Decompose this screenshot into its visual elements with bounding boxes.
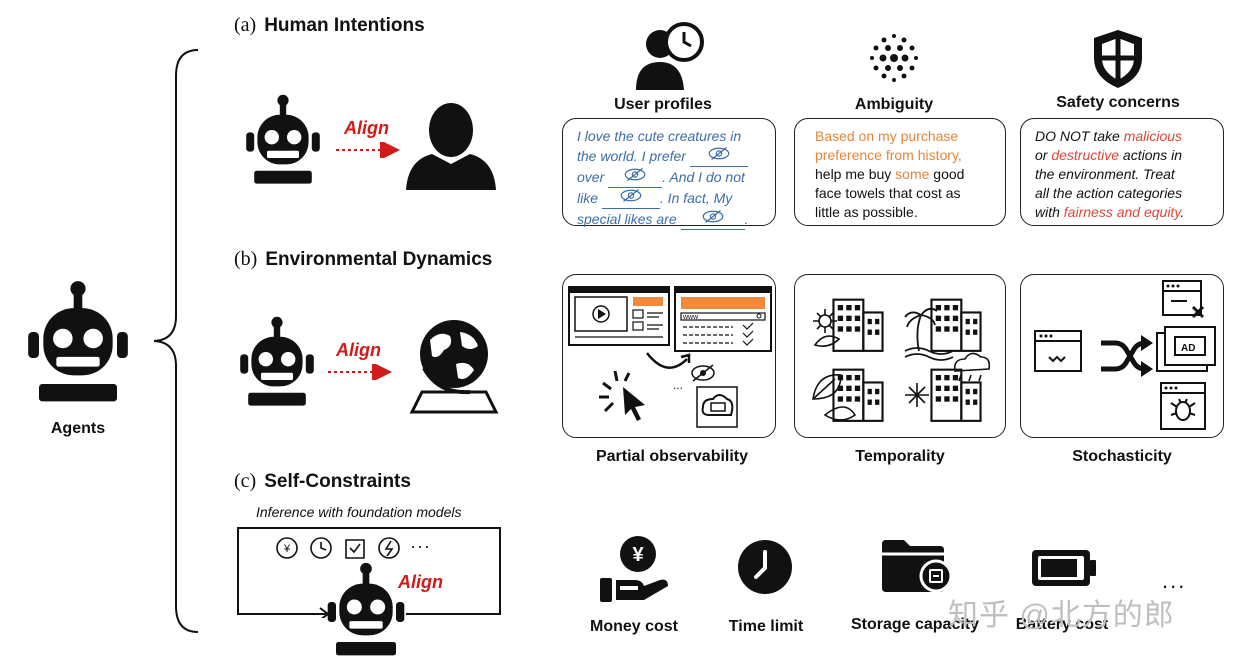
align-label-c: Align <box>398 572 443 592</box>
section-b-title: (b)Environmental Dynamics <box>234 248 493 270</box>
section-c-title: (c)Self-Constraints <box>234 470 411 492</box>
hidden-eye-icon <box>623 167 647 182</box>
ad-label: AD <box>1181 343 1195 354</box>
align-arrow-b <box>328 364 392 380</box>
user-profile-line-1: I love the cute creatures in <box>577 128 742 144</box>
temporality-label: Temporality <box>855 448 945 465</box>
partial-observability-card: www ... <box>562 274 776 438</box>
www-label: www <box>682 314 699 321</box>
user-profile-line-5a: special likes are <box>577 211 677 227</box>
safety-line-4: all the action categories <box>1035 185 1183 201</box>
hidden-eye-icon <box>619 188 643 203</box>
safety-line-2a: or <box>1035 147 1052 163</box>
user-profile-line-3b: . And I do not <box>662 169 745 185</box>
stochasticity-label: Stochasticity <box>1072 448 1172 465</box>
storage-capacity-label: Storage capacity <box>850 616 980 633</box>
partial-observability-label: Partial observability <box>595 448 749 465</box>
ambiguity-line-4: face towels that cost as <box>815 185 961 201</box>
user-profile-line-5b: . <box>744 211 749 227</box>
stochasticity-illustration: AD <box>1034 280 1216 430</box>
safety-words-fairness: fairness and equity <box>1063 204 1181 220</box>
masked-preference-1 <box>689 146 748 167</box>
align-label-a: Align <box>344 118 389 138</box>
user-profile-line-4a: like <box>577 190 599 206</box>
robot-icon-a <box>242 94 324 190</box>
masked-preference-2 <box>608 167 663 188</box>
cost-icons-more: ··· <box>410 536 431 556</box>
safety-line-1a: DO NOT take <box>1035 128 1124 144</box>
money-cost-label: Money cost <box>589 618 678 635</box>
partial-dots: ... <box>673 378 683 392</box>
ambiguity-line-2: preference from history, <box>815 147 962 163</box>
ambiguity-line-3a: help me buy <box>815 166 896 182</box>
safety-line-5a: with <box>1035 204 1064 220</box>
svg-text:¥: ¥ <box>283 543 291 555</box>
agents-label: Agents <box>50 420 106 437</box>
battery-cost-icon <box>1032 550 1096 586</box>
user-profiles-card: I love the cute creatures in the world. … <box>562 118 776 230</box>
safety-line-5c: . <box>1180 204 1185 220</box>
safety-concerns-label: Safety concerns <box>1056 94 1180 111</box>
safety-line-3: the environment. Treat <box>1035 166 1175 182</box>
ambiguity-card: Based on my purchase preference from his… <box>794 118 1006 226</box>
agents-robot-icon <box>20 280 136 410</box>
ambiguity-dots-icon <box>870 34 918 82</box>
masked-preference-3 <box>601 188 660 209</box>
align-arrow-a <box>336 142 400 158</box>
safety-card: DO NOT take malicious or destructive act… <box>1020 118 1224 226</box>
ambiguity-label: Ambiguity <box>854 96 934 113</box>
masked-preference-4 <box>680 209 745 230</box>
user-profile-line-2: the world. I prefer <box>577 148 686 164</box>
curly-brace <box>153 49 199 633</box>
temporality-illustration <box>812 298 991 423</box>
section-a-title: (a)Human Intentions <box>234 14 425 36</box>
safety-word-malicious: malicious <box>1123 128 1183 144</box>
constraints-more: ... <box>1162 568 1187 593</box>
hidden-eye-icon <box>707 146 731 161</box>
cost-icons-row: ¥ <box>276 537 400 559</box>
partial-observability-illustration: www ... <box>568 286 772 428</box>
battery-cost-label: Battery cost <box>1015 616 1109 633</box>
time-limit-icon <box>738 540 792 594</box>
watermark: 知乎 @北方的郎 <box>948 599 1175 632</box>
money-cost-icon: ¥ <box>600 536 668 602</box>
human-icon <box>406 103 496 190</box>
hidden-eye-icon <box>701 209 725 224</box>
robot-icon-c <box>324 562 408 662</box>
safety-word-destructive: destructive <box>1051 147 1120 163</box>
globe-icon <box>409 320 499 414</box>
user-profile-line-3a: over <box>577 169 605 185</box>
ambiguity-line-1: Based on my purchase <box>815 128 959 144</box>
time-limit-label: Time limit <box>728 618 804 635</box>
ambiguity-line-5: little as possible. <box>815 204 918 220</box>
shield-icon <box>1094 30 1142 88</box>
ambiguity-line-3c: good <box>929 166 965 182</box>
inference-subtitle: Inference with foundation models <box>256 504 462 520</box>
ambiguity-word-some: some <box>895 166 930 182</box>
user-profile-line-4b: . In fact, My <box>659 190 733 206</box>
robot-icon-b <box>236 316 318 412</box>
user-profiles-label: User profiles <box>614 96 712 113</box>
storage-capacity-icon <box>882 540 953 593</box>
yen-symbol: ¥ <box>632 544 644 566</box>
align-label-b: Align <box>336 340 381 360</box>
stochasticity-card: AD <box>1020 274 1224 438</box>
temporality-card <box>794 274 1006 438</box>
user-profile-clock-icon <box>636 22 704 90</box>
safety-line-2c: actions in <box>1119 147 1183 163</box>
